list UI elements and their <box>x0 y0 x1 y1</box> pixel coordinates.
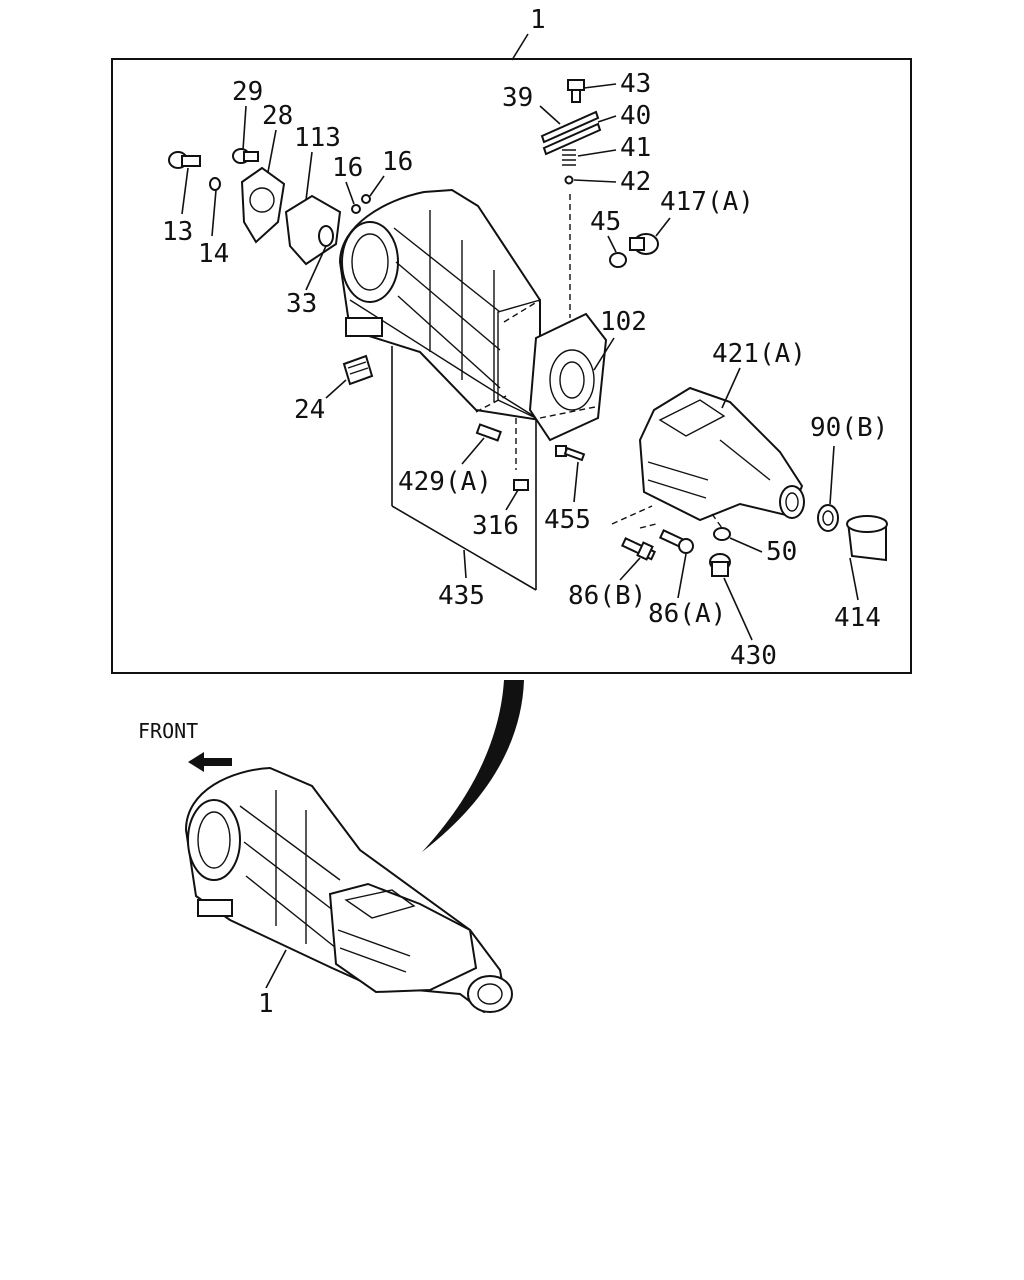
callout-33: 33 <box>286 289 317 319</box>
part-430-plug-icon <box>709 553 731 577</box>
front-cover-parts <box>168 148 371 266</box>
part-421a-extension-housing-icon <box>638 386 805 522</box>
callout-50: 50 <box>766 537 797 567</box>
shift-parts <box>540 79 602 318</box>
part-113-gasket-icon <box>284 194 342 266</box>
part-33-bearing-icon <box>318 225 334 247</box>
part-13-bolt-icon <box>168 151 201 169</box>
part-43-bolt-icon <box>567 79 585 103</box>
callout-316: 316 <box>472 511 519 541</box>
part-50-oring-icon <box>713 527 731 541</box>
callout-113: 113 <box>294 123 341 153</box>
callout-429a: 429(A) <box>398 467 492 497</box>
part-429-pin-icon <box>475 423 502 442</box>
part-24-plate-icon <box>342 354 374 386</box>
front-arrow-icon <box>188 752 232 772</box>
callout-417a: 417(A) <box>660 187 754 217</box>
callout-86a: 86(A) <box>648 599 726 629</box>
exploded-view-frame <box>111 58 912 674</box>
callout-39: 39 <box>502 83 533 113</box>
leader-assembly-top <box>511 33 529 61</box>
part-42-ball-icon <box>564 175 574 185</box>
callout-102: 102 <box>600 307 647 337</box>
transmission-assembly-icon <box>184 766 513 1014</box>
part-102-adapter-plate-icon <box>528 312 608 442</box>
callout-assembly-bottom: 1 <box>258 989 274 1019</box>
bracket-435 <box>391 346 537 591</box>
callout-16a: 16 <box>332 153 363 183</box>
part-414-dust-boot-icon <box>846 515 888 562</box>
callout-29: 29 <box>232 77 263 107</box>
front-label: FRONT <box>138 719 198 743</box>
callout-45: 45 <box>590 207 621 237</box>
part-41-spring-icon <box>562 149 576 166</box>
part-455-bolt-icon <box>555 445 586 462</box>
part-39-rod-icon <box>540 110 600 144</box>
part-90b-seal-icon <box>817 504 839 532</box>
part-86b-stud-icon <box>620 537 657 561</box>
callout-assembly-top: 1 <box>530 5 546 35</box>
callout-430: 430 <box>730 641 777 671</box>
part-14-ring-icon <box>209 177 221 191</box>
callout-86b: 86(B) <box>568 581 646 611</box>
callout-41: 41 <box>620 133 651 163</box>
callout-90b: 90(B) <box>810 413 888 443</box>
callout-414: 414 <box>834 603 881 633</box>
callout-43: 43 <box>620 69 651 99</box>
part-16-pin-icon <box>351 204 361 214</box>
callout-13: 13 <box>162 217 193 247</box>
part-417a-plug-icon <box>629 233 659 255</box>
callout-16b: 16 <box>382 147 413 177</box>
part-28-cover-icon <box>240 166 286 244</box>
callout-24: 24 <box>294 395 325 425</box>
part-45-oring-icon <box>609 252 627 268</box>
part-86a-bolt-icon <box>658 529 694 554</box>
callout-421a: 421(A) <box>712 339 806 369</box>
part-29-bolt-icon <box>232 148 259 164</box>
part-16-pin-icon <box>361 194 371 204</box>
part-316-key-icon <box>513 479 529 491</box>
callout-435: 435 <box>438 581 485 611</box>
callout-28: 28 <box>262 101 293 131</box>
part-40-rod-icon <box>542 122 602 156</box>
callout-40: 40 <box>620 101 651 131</box>
callout-14: 14 <box>198 239 229 269</box>
transmission-case-icon <box>338 188 541 422</box>
callout-455: 455 <box>544 505 591 535</box>
callout-42: 42 <box>620 167 651 197</box>
curved-pointer-arrow <box>422 680 524 852</box>
